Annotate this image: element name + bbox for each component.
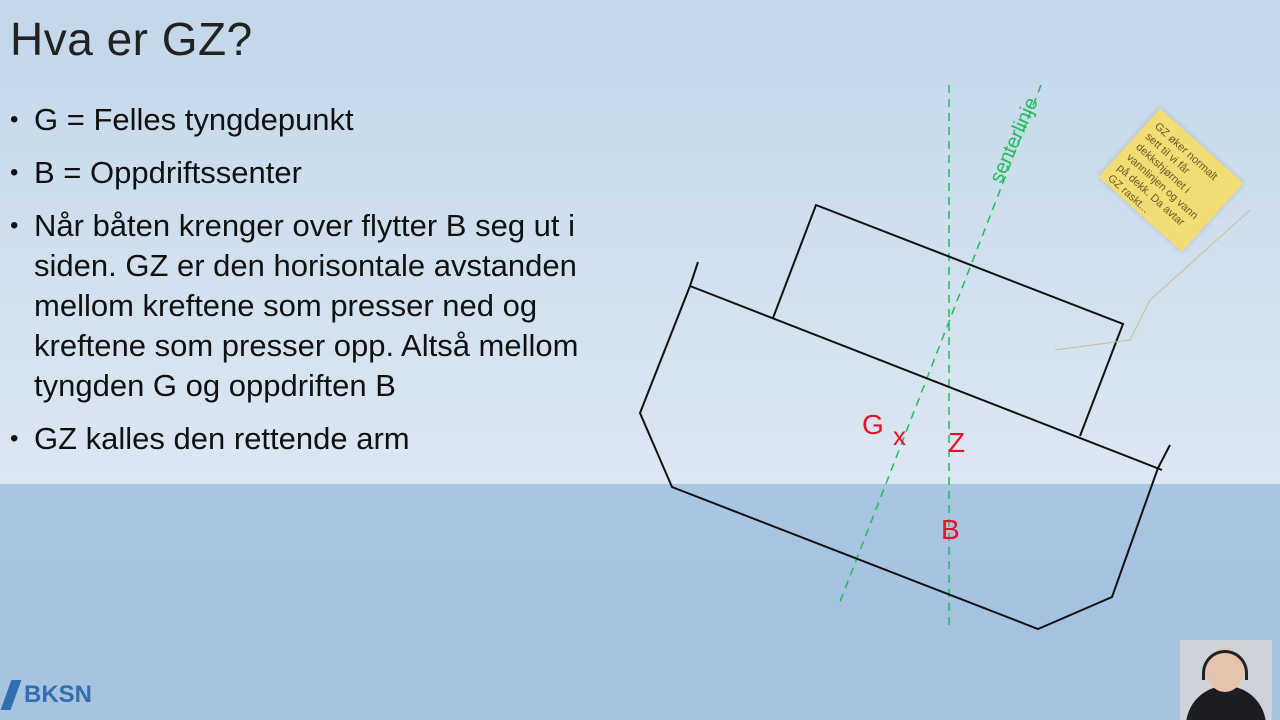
bullet-dot-icon: • — [10, 425, 19, 452]
water-area — [0, 484, 1280, 720]
hull-outline — [638, 261, 1171, 631]
headset-icon — [1202, 650, 1248, 680]
label-b: B — [941, 514, 960, 545]
label-x: x — [893, 421, 906, 451]
superstructure — [772, 203, 1125, 437]
note-connector — [1054, 209, 1251, 351]
logo-text: BKSN — [24, 681, 93, 708]
bullet-text: B = Oppdriftssenter — [34, 155, 302, 190]
bullet-item: • G = Felles tyngdepunkt — [10, 100, 650, 140]
bksn-logo: BKSN — [0, 680, 93, 710]
centerline — [837, 84, 1042, 608]
bullet-item: • GZ kalles den rettende arm — [10, 419, 650, 459]
bullet-text: GZ kalles den rettende arm — [34, 421, 410, 456]
slide-title: Hva er GZ? — [10, 13, 253, 65]
bullet-item: • B = Oppdriftssenter — [10, 153, 650, 193]
centerline-label: senterlinje — [986, 94, 1043, 186]
bullet-dot-icon: • — [10, 106, 19, 133]
deck-line — [689, 285, 1163, 471]
label-z: Z — [948, 427, 965, 458]
bullet-list: • G = Felles tyngdepunkt • B = Oppdrifts… — [10, 100, 650, 472]
bullet-dot-icon: • — [10, 159, 19, 186]
bullet-dot-icon: • — [10, 212, 19, 239]
bullet-text: Når båten krenger over flytter B seg ut … — [34, 208, 579, 403]
presenter-webcam — [1180, 640, 1272, 720]
label-g: G — [862, 409, 884, 440]
bullet-item: • Når båten krenger over flytter B seg u… — [10, 206, 650, 406]
bullet-text: G = Felles tyngdepunkt — [34, 102, 354, 137]
